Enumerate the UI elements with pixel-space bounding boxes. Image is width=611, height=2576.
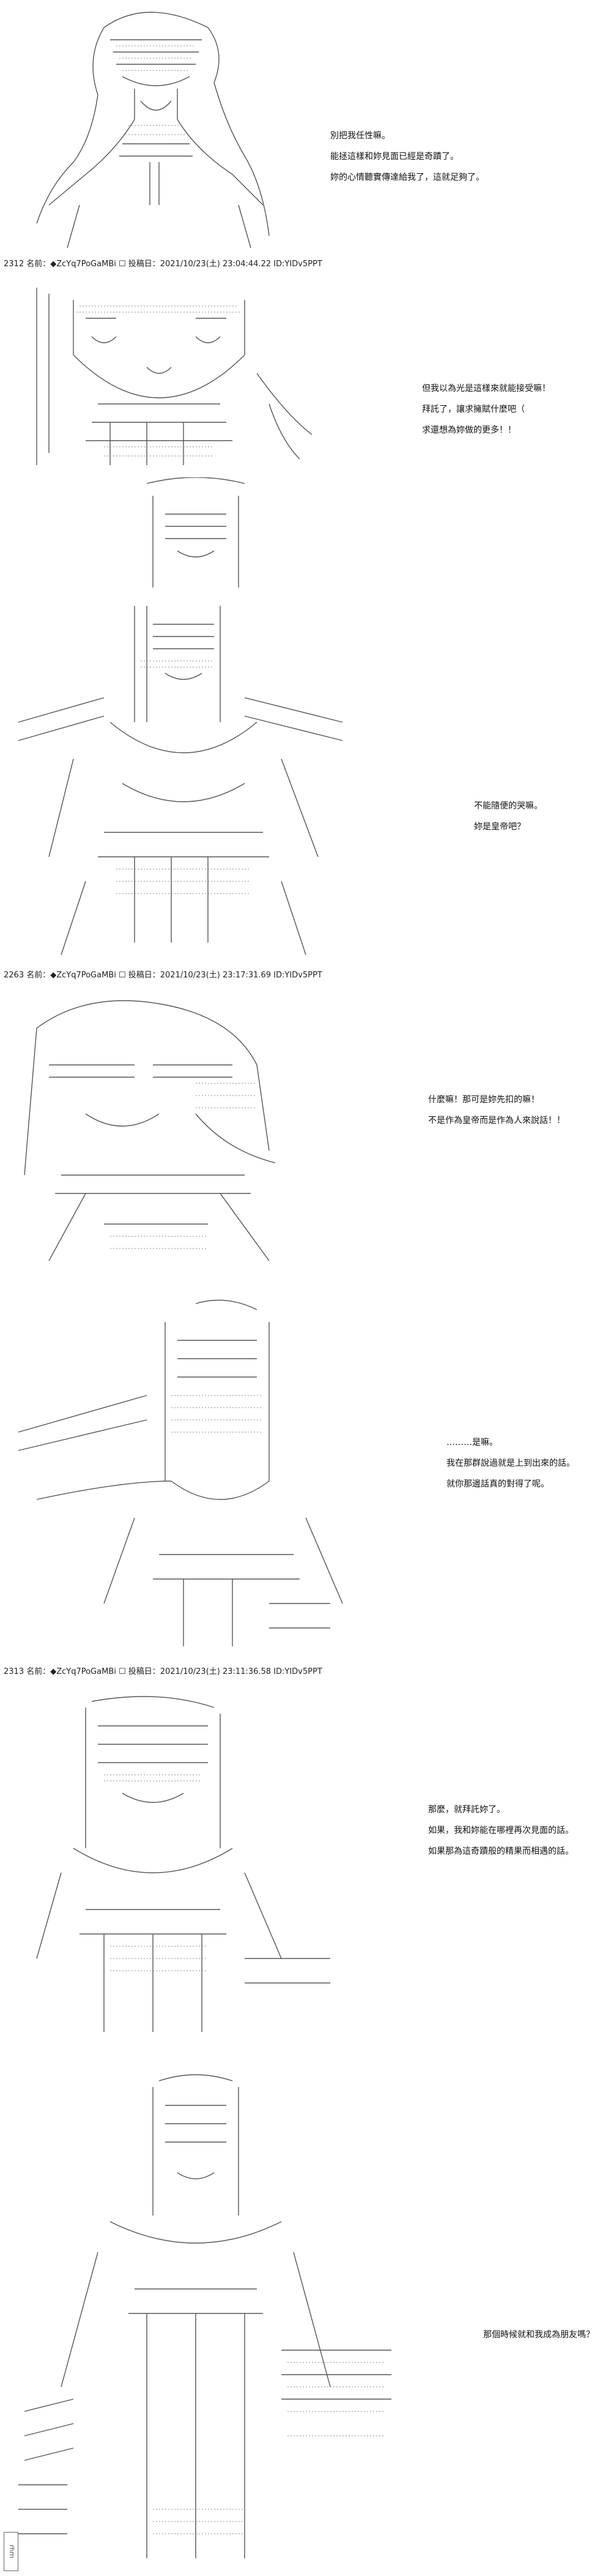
dialogue-line: 別把我任性嘛。 [330, 131, 390, 141]
manga-panel-3: 不能隨便的哭嘛。 妳是皇帝吧？ [0, 600, 611, 967]
manga-panel-7: 那個時候就和我成為朋友嗎？ rhm [0, 2069, 611, 2576]
ascii-art-character-illustration [12, 1297, 355, 1659]
ascii-art-character-illustration [12, 600, 355, 961]
ascii-art-character-illustration [12, 991, 300, 1285]
dialogue-line: 但我以為光是這樣來就能接受嘛！ [422, 384, 550, 394]
dialogue-text: 那麼，就拜託妳了。 如果，我和妳能在哪裡再次見面的話。 如果那為這奇蹟般的精果而… [428, 1799, 574, 1862]
dialogue-line: 就你那邊話真的對得了呢。 [446, 1479, 549, 1489]
manga-panel-6: 2313 名前：◆ZcYq7PoGaMBi ☐ 投稿日：2021/10/23(土… [0, 1665, 611, 2069]
dialogue-line: 不是作為皇帝而是作為人來說話！！ [428, 1116, 565, 1126]
dialogue-line: 妳的心情聽實傳達給我了，這就足夠了。 [330, 173, 484, 182]
site-stamp: rhm [4, 2532, 18, 2571]
manga-panel-4: 2263 名前：◆ZcYq7PoGaMBi ☐ 投稿日：2021/10/23(土… [0, 967, 611, 1297]
ascii-art-character-illustration [12, 3, 281, 254]
dialogue-text: 什麼嘛！那可是妳先扣的嘛！ 不是作為皇帝而是作為人來說話！！ [428, 1089, 565, 1131]
ascii-art-character-illustration [12, 1689, 355, 2056]
dialogue-line: 妳是皇帝吧？ [474, 822, 525, 832]
dialogue-line: 那個時候就和我成為朋友嗎？ [483, 2330, 594, 2340]
post-header: 2312 名前：◆ZcYq7PoGaMBi ☐ 投稿日：2021/10/23(土… [4, 259, 322, 269]
manga-panel-5: ………是嘛。 我在那群說過就是上到出來的話。 就你那邊話真的對得了呢。 [0, 1297, 611, 1665]
dialogue-line: 如果那為這奇蹟般的精果而相遇的話。 [428, 1846, 574, 1856]
dialogue-line: 那麼，就拜託妳了。 [428, 1805, 505, 1815]
post-header: 2263 名前：◆ZcYq7PoGaMBi ☐ 投稿日：2021/10/23(土… [4, 971, 322, 980]
dialogue-line: 拜託了，讓求擁賦什麼吧（ [422, 405, 525, 414]
ascii-art-character-illustration [12, 282, 318, 483]
post-header: 2313 名前：◆ZcYq7PoGaMBi ☐ 投稿日：2021/10/23(土… [4, 1667, 322, 1676]
dialogue-line: 能拯這樣和妳見面已經是奇蹟了。 [330, 152, 459, 162]
dialogue-text: 那個時候就和我成為朋友嗎？ [483, 2324, 594, 2345]
dialogue-line: 什麼嘛！那可是妳先扣的嘛！ [428, 1095, 539, 1105]
dialogue-text: 不能隨便的哭嘛。 妳是皇帝吧？ [474, 796, 542, 837]
manga-panel-1: 別把我任性嘛。 能拯這樣和妳見面已經是奇蹟了。 妳的心情聽實傳達給我了，這就足夠… [0, 0, 611, 257]
dialogue-text: 但我以為光是這樣來就能接受嘛！ 拜託了，讓求擁賦什麼吧（ 求還想為妳做的更多！！ [422, 378, 550, 441]
manga-panel-2: 2312 名前：◆ZcYq7PoGaMBi ☐ 投稿日：2021/10/23(土… [0, 257, 611, 600]
dialogue-line: 我在那群說過就是上到出來的話。 [446, 1458, 575, 1468]
dialogue-line: 如果，我和妳能在哪裡再次見面的話。 [428, 1826, 574, 1835]
dialogue-line: 求還想為妳做的更多！！ [422, 425, 516, 435]
dialogue-text: 別把我任性嘛。 能拯這樣和妳見面已經是奇蹟了。 妳的心情聽實傳達給我了，這就足夠… [330, 125, 484, 188]
ascii-art-character-illustration [12, 477, 379, 600]
dialogue-text: ………是嘛。 我在那群說過就是上到出來的話。 就你那邊話真的對得了呢。 [446, 1432, 575, 1495]
ascii-art-character-illustration [12, 2069, 416, 2570]
dialogue-line: 不能隨便的哭嘛。 [474, 801, 542, 811]
dialogue-line: ………是嘛。 [446, 1438, 498, 1447]
